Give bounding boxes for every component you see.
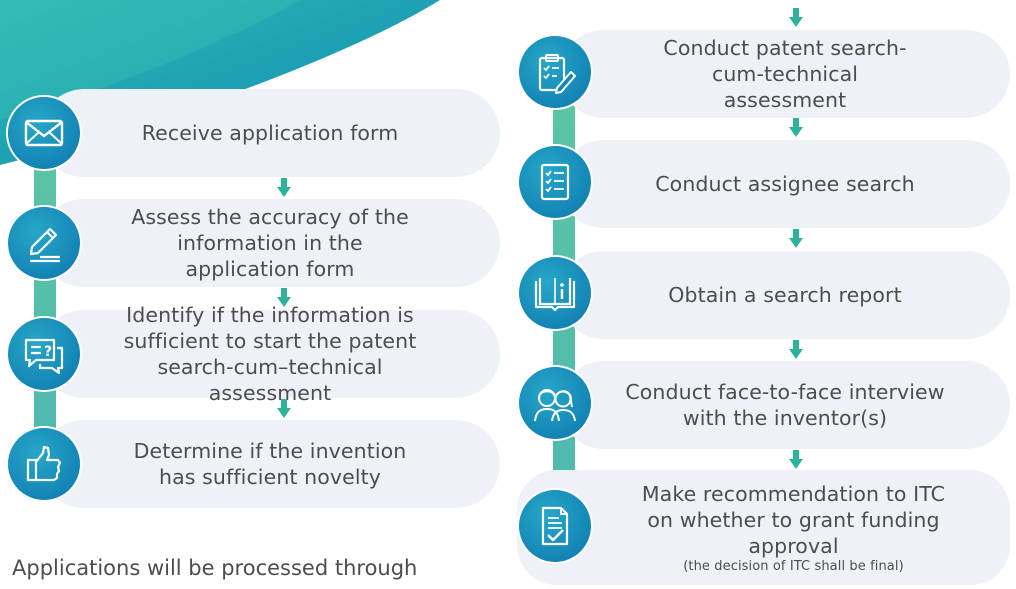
document-check-icon	[541, 506, 569, 546]
step-label: Conduct assignee search	[655, 172, 915, 196]
svg-text:?: ?	[44, 344, 52, 360]
pencil-document-icon	[29, 227, 60, 263]
step-assess-accuracy: Assess the accuracy of the information i…	[40, 199, 500, 287]
arrow-down-icon	[789, 340, 803, 359]
clipboard-pencil-icon-circle	[519, 36, 591, 108]
step-label: Conduct patent search-cum-technical asse…	[663, 36, 907, 112]
step-label: Conduct face-to-face interview with the …	[625, 380, 945, 430]
step-assignee-search: Conduct assignee search	[560, 140, 1010, 228]
arrow-down-icon	[789, 8, 803, 27]
step-label: Identify if the information is sufficien…	[123, 303, 417, 405]
step-patent-search: Conduct patent search-cum-technical asse…	[560, 30, 1010, 118]
step-search-report: Obtain a search report	[560, 251, 1010, 339]
step-interview: Conduct face-to-face interview with the …	[560, 361, 1010, 449]
step-label: Determine if the invention has sufficien…	[133, 439, 407, 489]
step-label: Make recommendation to ITC on whether to…	[569, 481, 959, 575]
step-recommendation: Make recommendation to ITC on whether to…	[517, 470, 1010, 585]
clipboard-pencil-icon	[538, 54, 576, 94]
thumbs-up-icon	[26, 445, 62, 482]
step-label: Receive application form	[141, 121, 399, 145]
two-people-icon-circle	[519, 367, 591, 439]
info-book-icon-circle	[519, 257, 591, 329]
arrow-down-icon	[789, 118, 803, 137]
arrow-down-icon	[277, 399, 291, 418]
question-chat-icon: ?	[24, 338, 64, 375]
checklist-icon	[540, 163, 570, 201]
step-identify-information: Identify if the information is sufficien…	[40, 303, 500, 405]
arrow-down-icon	[277, 288, 291, 307]
pencil-document-icon-circle	[8, 207, 80, 279]
left-connector	[34, 130, 56, 460]
arrow-down-icon	[277, 178, 291, 197]
step-receive-application: Receive application form	[40, 89, 500, 177]
step-label: Assess the accuracy of the information i…	[131, 205, 409, 281]
footer-text: Applications will be processed through	[12, 556, 418, 580]
arrow-down-icon	[789, 450, 803, 469]
checklist-icon-circle	[519, 146, 591, 218]
arrow-down-icon	[789, 229, 803, 248]
info-book-icon	[534, 278, 576, 312]
step-label: Obtain a search report	[668, 283, 902, 307]
two-people-icon	[534, 389, 576, 422]
envelope-icon	[24, 119, 64, 147]
step-main-text: Make recommendation to ITC on whether to…	[641, 481, 946, 558]
thumbs-up-icon-circle	[8, 428, 80, 500]
step-determine-novelty: Determine if the invention has sufficien…	[40, 420, 500, 508]
document-check-icon-circle	[519, 490, 591, 562]
step-note: (the decision of ITC shall be final)	[683, 558, 904, 574]
envelope-icon-circle	[8, 97, 80, 169]
question-chat-icon-circle: ?	[8, 318, 80, 390]
